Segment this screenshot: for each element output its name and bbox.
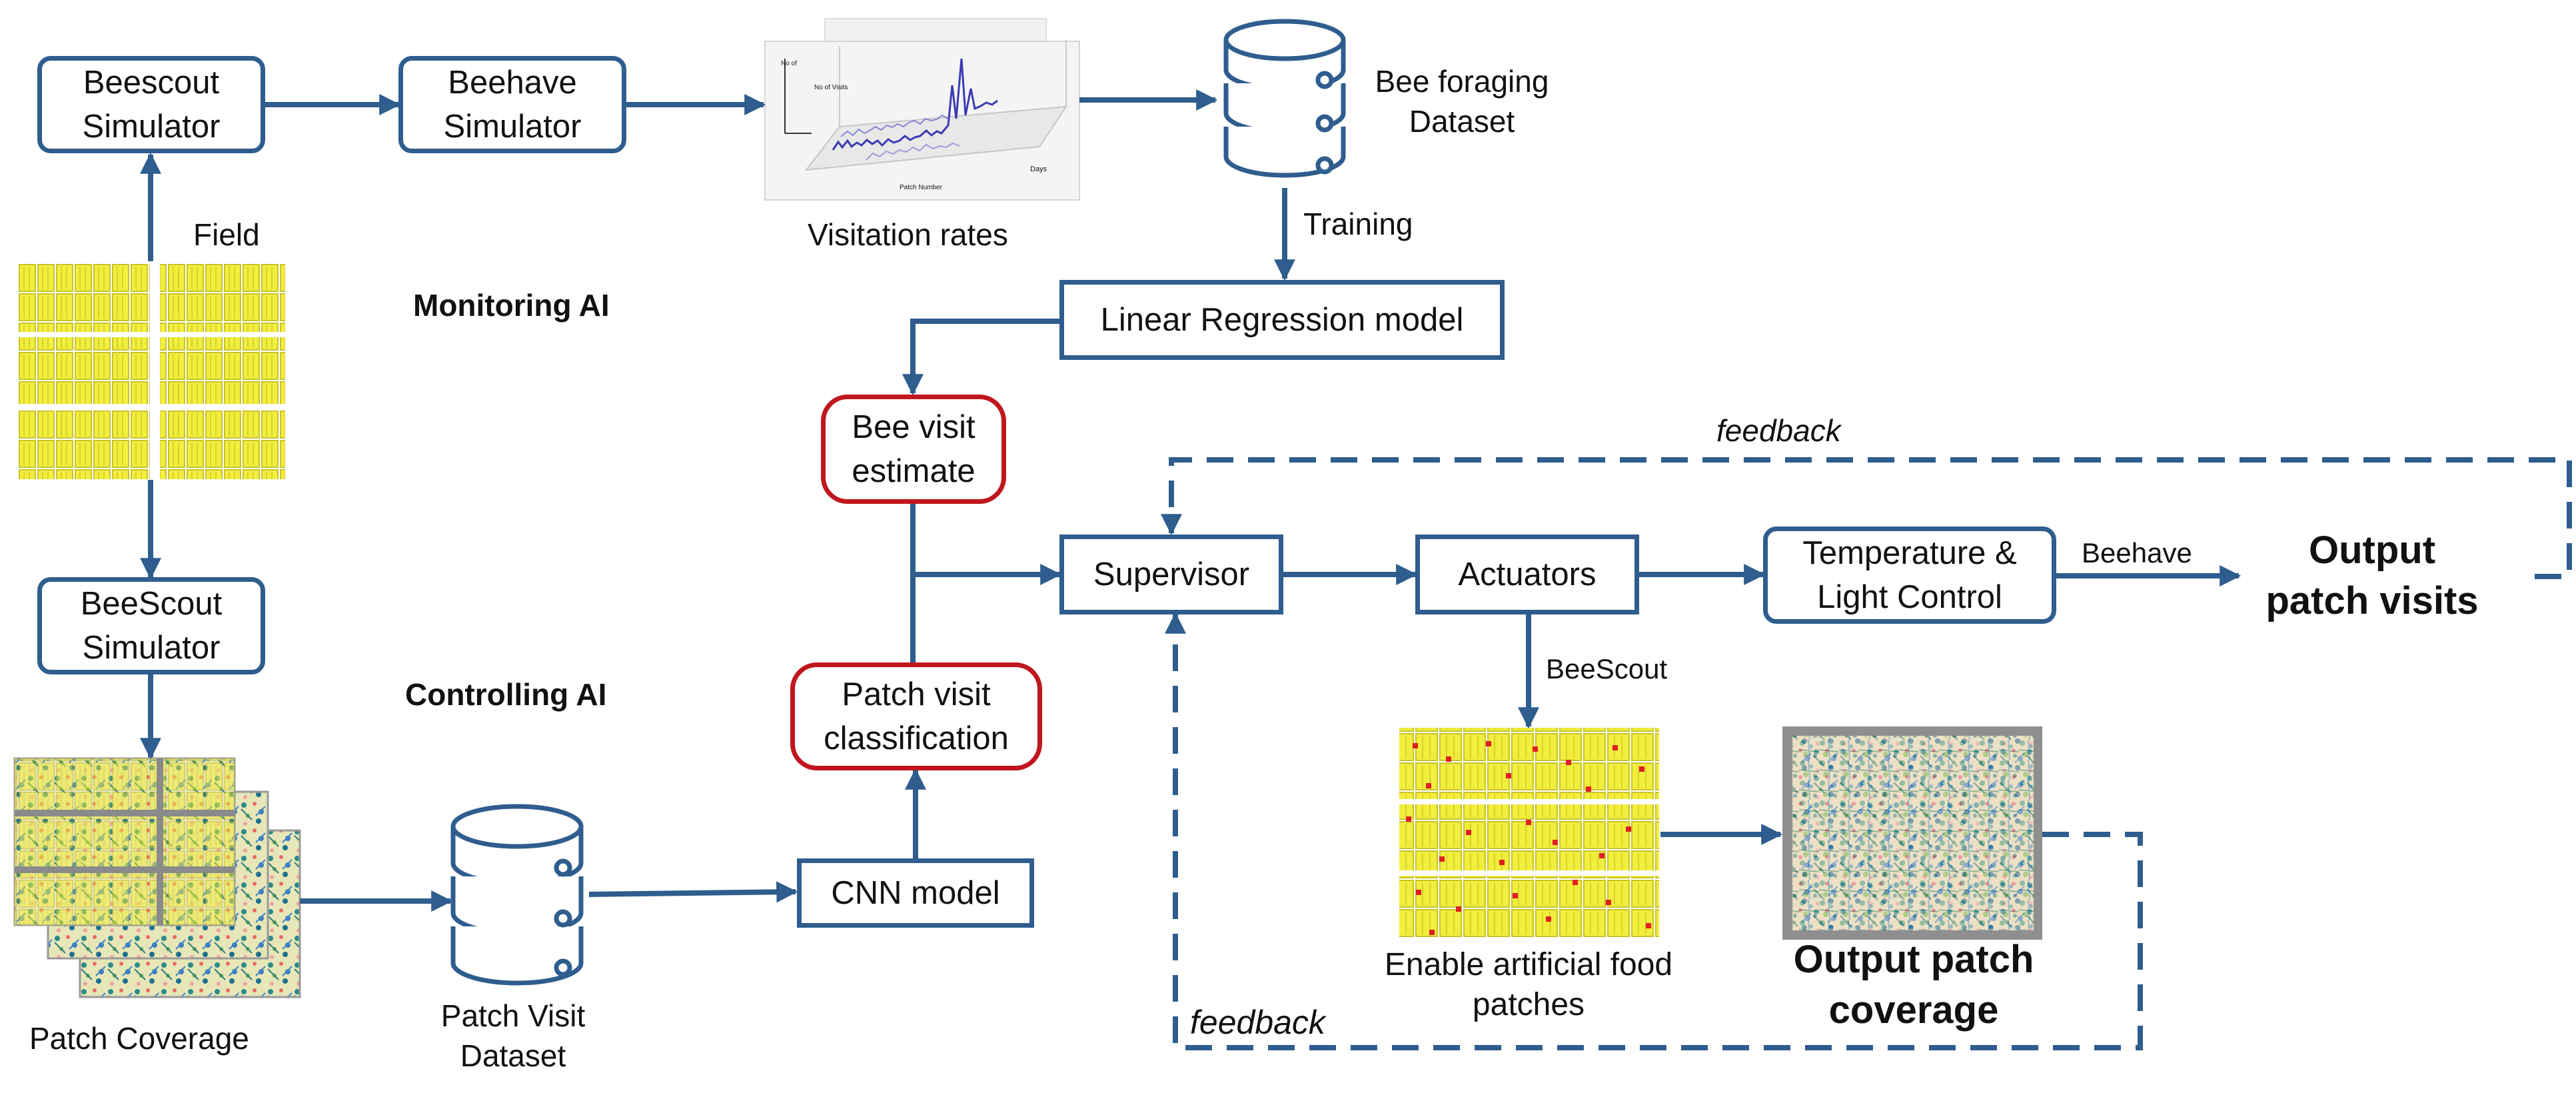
node-bee-visit-estimate[interactable]: Bee visit estimate bbox=[821, 395, 1006, 504]
node-beescout-simulator-bottom[interactable]: BeeScout Simulator bbox=[37, 577, 265, 674]
field-grid-image bbox=[19, 263, 285, 479]
node-label: CNN model bbox=[831, 875, 1000, 911]
label-line: Output bbox=[2308, 529, 2436, 572]
node-label-line: classification bbox=[824, 720, 1009, 756]
label-output-patch-visits: Output patch visits bbox=[2265, 525, 2478, 626]
connectors bbox=[140, 89, 2242, 912]
coverage-output-image bbox=[1782, 726, 2042, 940]
database-icon-foraging bbox=[1223, 19, 1346, 178]
node-label: Linear Regression model bbox=[1100, 302, 1464, 338]
label-training: Training bbox=[1303, 207, 1413, 241]
node-cnn-model[interactable]: CNN model bbox=[797, 858, 1034, 928]
node-label: Supervisor bbox=[1093, 556, 1250, 592]
label-line: Dataset bbox=[460, 1038, 566, 1073]
label-beescout: BeeScout bbox=[1546, 653, 1668, 684]
label-line: patches bbox=[1472, 987, 1585, 1022]
label-patch-visit-dataset: Patch Visit Dataset bbox=[441, 996, 585, 1076]
label-line: coverage bbox=[1828, 988, 1999, 1032]
chart-thumb-xlabel: Patch Number bbox=[900, 184, 942, 191]
feedback-loops bbox=[1161, 457, 2572, 1050]
node-temperature-light-control[interactable]: Temperature & Light Control bbox=[1763, 527, 2056, 624]
node-beehave-simulator[interactable]: Beehave Simulator bbox=[398, 56, 626, 153]
node-label-line: Beehave bbox=[448, 65, 577, 101]
node-actuators[interactable]: Actuators bbox=[1415, 535, 1639, 614]
node-linear-regression-model[interactable]: Linear Regression model bbox=[1059, 280, 1505, 360]
node-label-line: Temperature & bbox=[1802, 535, 2017, 571]
label-line: Output patch bbox=[1793, 938, 2034, 981]
label-line: Bee foraging bbox=[1375, 64, 1549, 99]
label-patch-coverage: Patch Coverage bbox=[29, 1021, 249, 1056]
label-feedback-bottom: feedback bbox=[1190, 1004, 1325, 1041]
visitation-rates-chart bbox=[764, 18, 1080, 201]
label-monitoring-ai: Monitoring AI bbox=[413, 288, 610, 323]
node-label-line: BeeScout bbox=[80, 586, 223, 622]
chart-thumb-ylabel: No of bbox=[781, 60, 797, 67]
node-label-line: Simulator bbox=[82, 630, 221, 666]
label-visitation-rates: Visitation rates bbox=[808, 217, 1008, 252]
label-feedback-top: feedback bbox=[1716, 413, 1841, 448]
patch-coverage-image bbox=[13, 757, 301, 998]
label-line: Patch Visit bbox=[440, 998, 586, 1033]
label-line: Dataset bbox=[1409, 104, 1515, 139]
label-field: Field bbox=[193, 217, 260, 252]
node-label-line: estimate bbox=[852, 453, 975, 489]
label-controlling-ai: Controlling AI bbox=[405, 677, 607, 712]
chart-thumb-ylabel-2: No of Visits bbox=[814, 84, 848, 91]
database-icon-patch-visit bbox=[450, 804, 584, 986]
food-patches-image bbox=[1399, 728, 1659, 938]
node-label-line: Patch visit bbox=[842, 676, 991, 712]
label-enable-food-patches: Enable artificial food patches bbox=[1385, 945, 1672, 1025]
node-label-line: Bee visit bbox=[852, 409, 975, 445]
node-beescout-simulator-top[interactable]: Beescout Simulator bbox=[37, 56, 265, 153]
label-bee-foraging-dataset: Bee foraging Dataset bbox=[1375, 61, 1549, 141]
node-label: Actuators bbox=[1458, 556, 1597, 592]
node-label-line: Beescout bbox=[83, 65, 220, 101]
node-label-line: Simulator bbox=[82, 109, 221, 145]
node-patch-visit-classification[interactable]: Patch visit classification bbox=[790, 662, 1042, 770]
chart-thumb-zlabel: Days bbox=[1030, 165, 1047, 173]
node-supervisor[interactable]: Supervisor bbox=[1059, 535, 1283, 614]
node-label-line: Light Control bbox=[1817, 579, 2002, 615]
label-output-patch-coverage: Output patch coverage bbox=[1794, 934, 2034, 1036]
label-beehave: Beehave bbox=[2082, 537, 2192, 568]
label-line: Enable artificial food bbox=[1384, 947, 1673, 982]
node-label-line: Simulator bbox=[443, 109, 582, 145]
label-line: patch visits bbox=[2265, 579, 2479, 622]
